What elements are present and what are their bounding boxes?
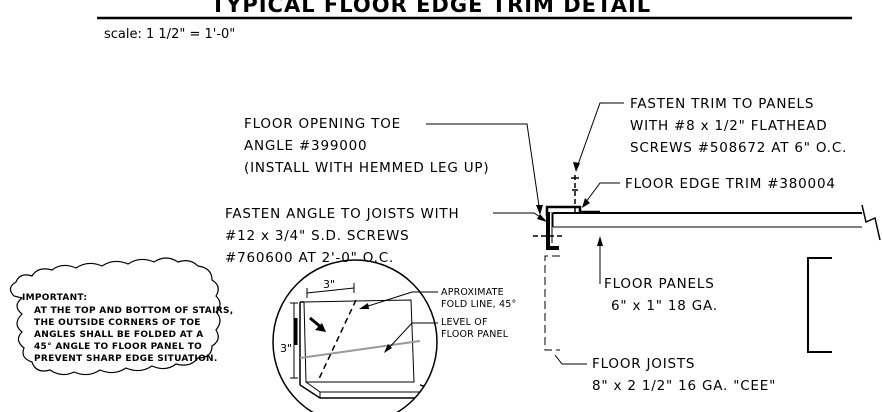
svg-text:FLOOR JOISTS: FLOOR JOISTS	[592, 356, 695, 372]
label-floor-panels: FLOOR PANELS 6" x 1" 18 GA.	[604, 276, 718, 314]
magnified-detail: 3" 3"	[272, 259, 438, 412]
arrowhead	[384, 344, 392, 353]
svg-text:ANGLES SHALL BE FOLDED AT A: ANGLES SHALL BE FOLDED AT A	[34, 330, 203, 340]
svg-text:ANGLE #399000: ANGLE #399000	[244, 138, 367, 154]
svg-text:FLOOR PANELS: FLOOR PANELS	[604, 276, 715, 292]
label-floor-joists: FLOOR JOISTS 8" x 2 1/2" 16 GA. "CEE"	[592, 356, 776, 394]
label-fold-line: APROXIMATE FOLD LINE, 45°	[441, 287, 516, 310]
arrowhead	[537, 214, 547, 222]
svg-text:(INSTALL WITH HEMMED LEG UP): (INSTALL WITH HEMMED LEG UP)	[244, 160, 489, 176]
floor-joist-left	[544, 255, 560, 351]
trim-screw	[571, 175, 579, 214]
svg-text:FASTEN ANGLE TO JOISTS WITH: FASTEN ANGLE TO JOISTS WITH	[225, 206, 459, 222]
toe-angle	[546, 212, 559, 250]
important-heading: IMPORTANT:	[22, 293, 87, 303]
svg-text:FLOOR OPENING TOE: FLOOR OPENING TOE	[244, 116, 401, 132]
arrowhead	[359, 303, 369, 309]
fold-arrowhead	[315, 323, 326, 332]
svg-text:8" x 2 1/2" 16 GA. "CEE": 8" x 2 1/2" 16 GA. "CEE"	[592, 378, 776, 394]
arrowhead	[573, 162, 580, 172]
svg-text:WITH #8 x 1/2" FLATHEAD: WITH #8 x 1/2" FLATHEAD	[630, 118, 827, 134]
svg-text:AT THE TOP AND BOTTOM OF STAIR: AT THE TOP AND BOTTOM OF STAIRS,	[34, 306, 233, 316]
detail-circle	[272, 259, 438, 412]
svg-text:#760600 AT 2'-0" O.C.: #760600 AT 2'-0" O.C.	[225, 250, 394, 266]
label-toe-angle: FLOOR OPENING TOE ANGLE #399000 (INSTALL…	[244, 116, 489, 176]
dim-vertical: 3"	[280, 342, 292, 355]
svg-text:FASTEN TRIM TO PANELS: FASTEN TRIM TO PANELS	[630, 96, 814, 112]
svg-text:FLOOR PANEL: FLOOR PANEL	[441, 329, 509, 340]
arrowhead	[536, 205, 543, 215]
svg-text:FOLD LINE, 45°: FOLD LINE, 45°	[441, 299, 516, 310]
floor-panel	[552, 204, 881, 241]
scale-note: scale: 1 1/2" = 1'-0"	[104, 27, 235, 42]
label-fasten-angle: FASTEN ANGLE TO JOISTS WITH #12 x 3/4" S…	[225, 206, 459, 266]
svg-text:THE OUTSIDE CORNERS OF TOE: THE OUTSIDE CORNERS OF TOE	[34, 318, 201, 328]
detail-leaders	[361, 291, 438, 351]
svg-text:PREVENT SHARP EDGE SITUATION.: PREVENT SHARP EDGE SITUATION.	[34, 354, 218, 364]
svg-text:SCREWS #508672 AT 6" O.C.: SCREWS #508672 AT 6" O.C.	[630, 140, 847, 156]
floor-joist-right	[807, 257, 832, 353]
svg-text:6" x 1" 18 GA.: 6" x 1" 18 GA.	[611, 298, 718, 314]
label-edge-trim: FLOOR EDGE TRIM #380004	[625, 176, 836, 192]
svg-text:#12 x 3/4" S.D. SCREWS: #12 x 3/4" S.D. SCREWS	[225, 228, 410, 244]
arrowhead	[582, 198, 590, 208]
label-fasten-trim: FASTEN TRIM TO PANELS WITH #8 x 1/2" FLA…	[630, 96, 847, 156]
dim-horizontal: 3"	[323, 278, 335, 291]
drawing-title: TYPICAL FLOOR EDGE TRIM DETAIL	[211, 0, 651, 17]
arrowhead	[597, 236, 603, 246]
floor-edge-trim	[545, 205, 600, 216]
svg-text:45° ANGLE TO FLOOR PANEL TO: 45° ANGLE TO FLOOR PANEL TO	[34, 342, 202, 352]
label-floor-level: LEVEL OF FLOOR PANEL	[441, 317, 509, 340]
svg-text:LEVEL OF: LEVEL OF	[441, 317, 488, 328]
important-cloud: IMPORTANT: AT THE TOP AND BOTTOM OF STAI…	[9, 257, 233, 376]
svg-text:APROXIMATE: APROXIMATE	[441, 287, 504, 298]
